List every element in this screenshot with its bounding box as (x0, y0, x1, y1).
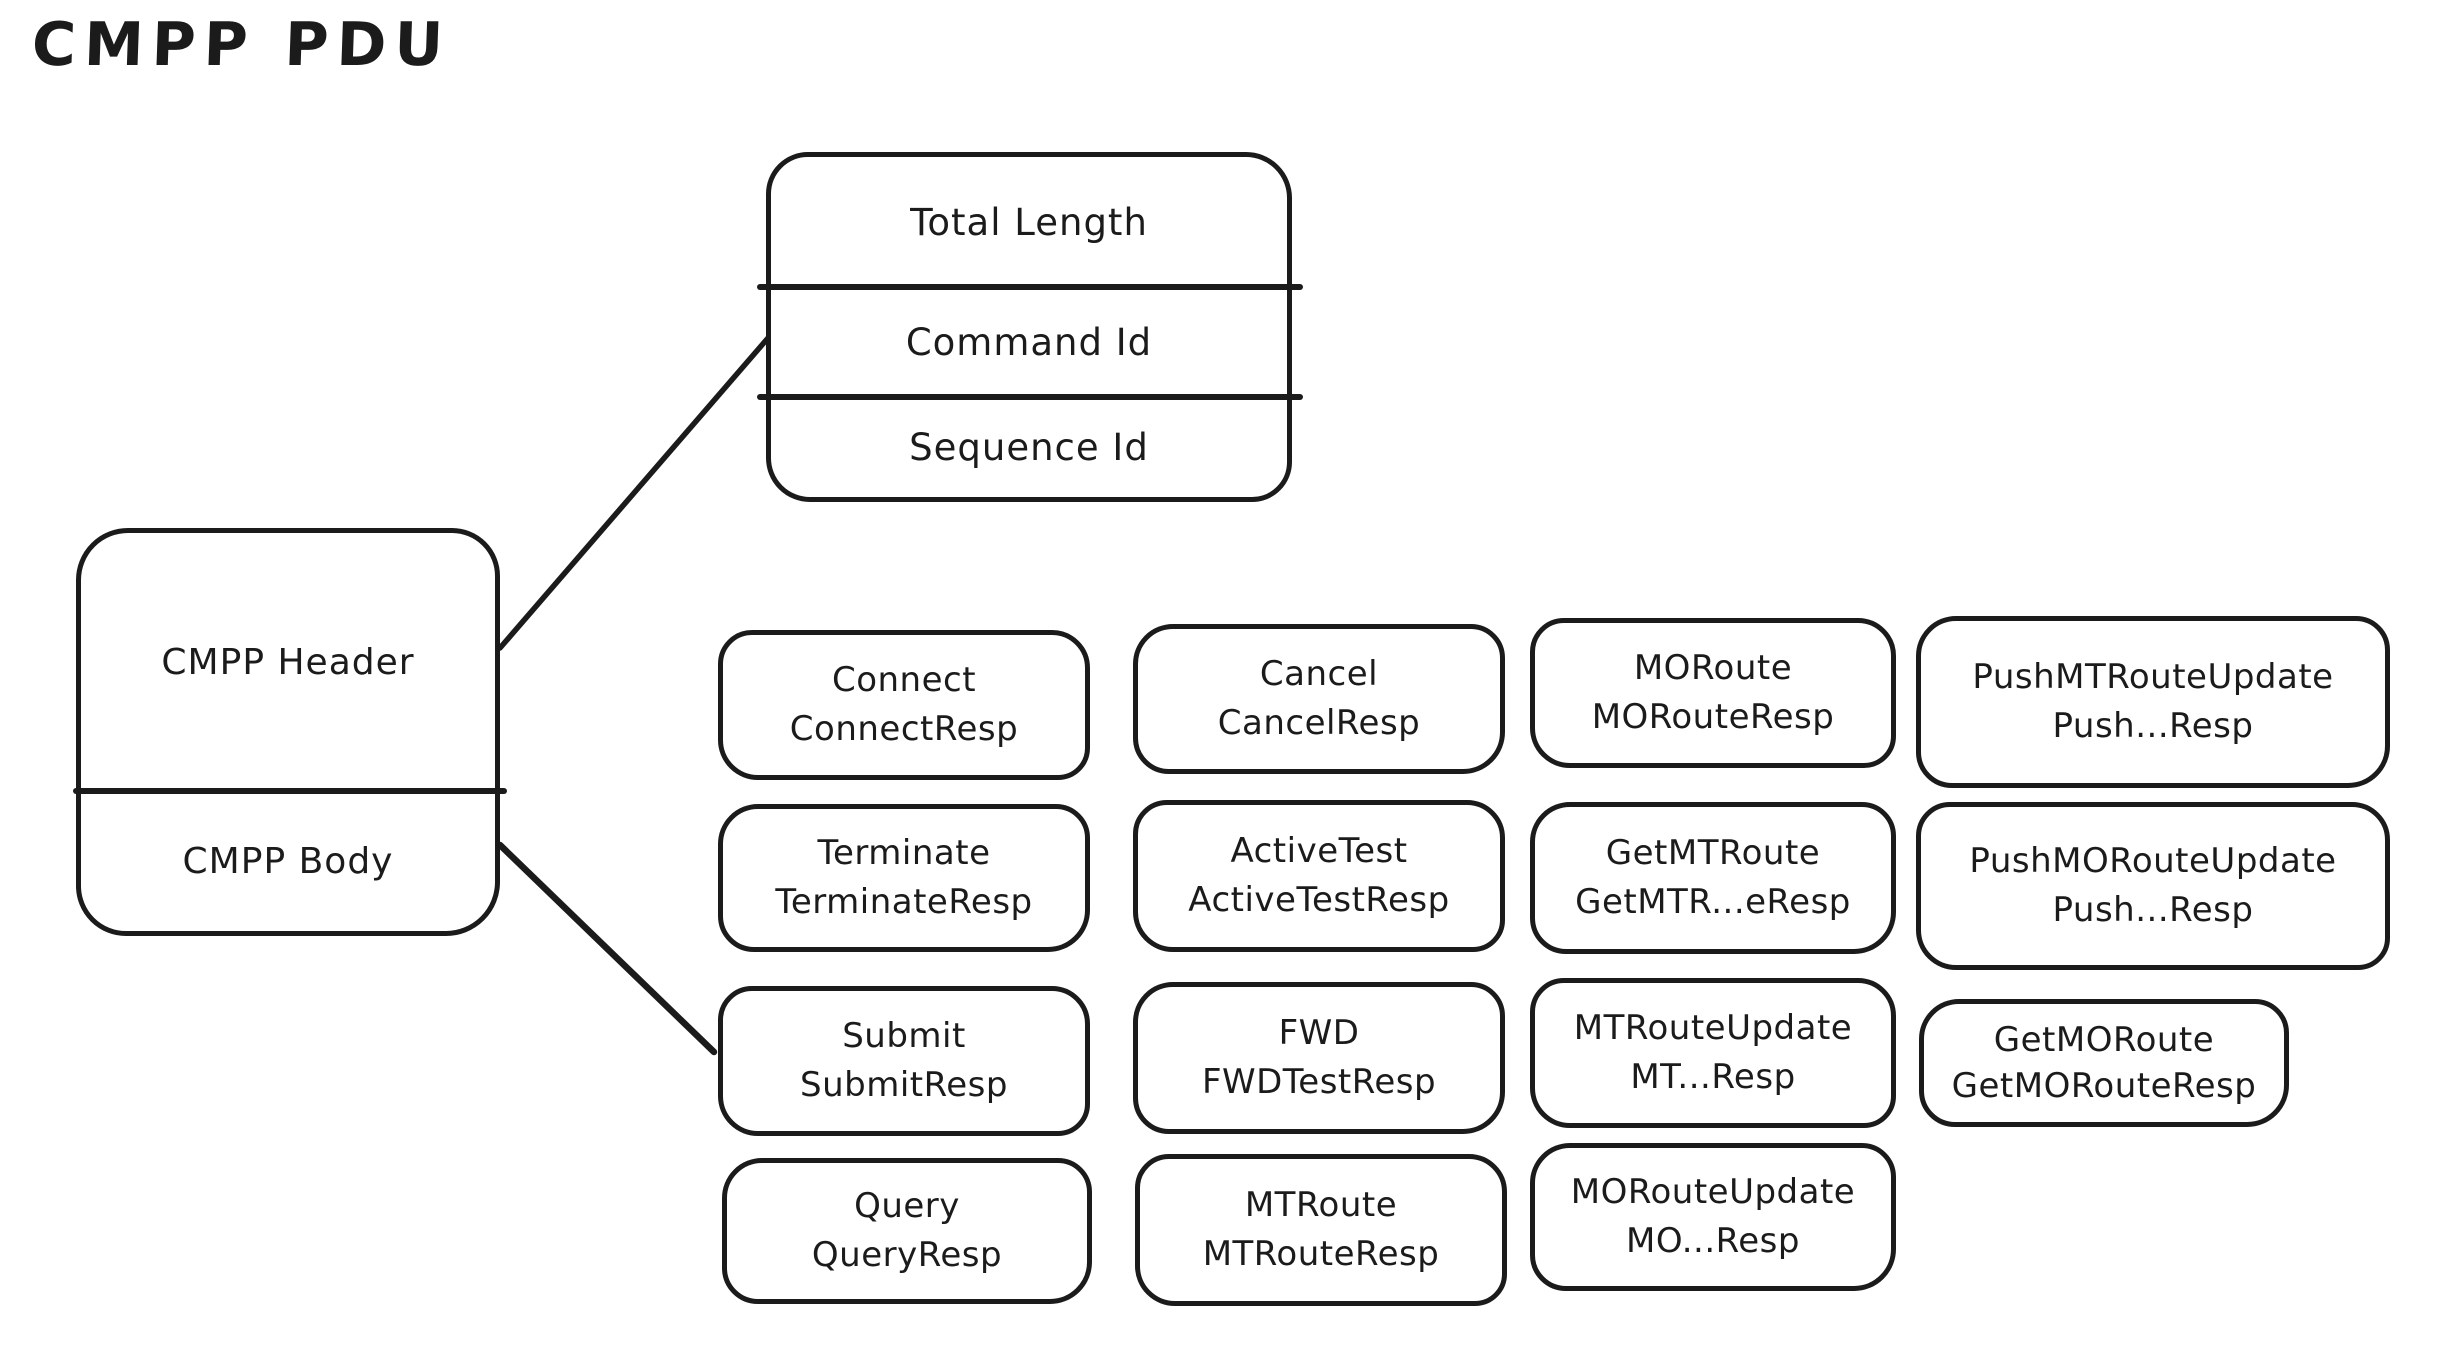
command-label: Cancel (1259, 654, 1379, 694)
cmpp-body-section: CMPP Body (182, 840, 394, 882)
command-label: GetMTRoute (1605, 833, 1821, 873)
command-label: MORouteUpdate (1570, 1172, 1856, 1212)
command-box-getmtroute: GetMTRoute GetMTR...eResp (1530, 802, 1896, 954)
command-box-mtrouteupdate: MTRouteUpdate MT...Resp (1530, 978, 1896, 1128)
connector-header-line (497, 335, 771, 651)
command-resp-label: MTRouteResp (1202, 1234, 1440, 1274)
command-box-cancel: Cancel CancelResp (1133, 624, 1505, 774)
command-box-moroute: MORoute MORouteResp (1530, 618, 1896, 768)
command-label: Submit (842, 1016, 966, 1056)
command-resp-label: MO...Resp (1626, 1221, 1800, 1261)
command-label: MTRouteUpdate (1573, 1008, 1853, 1048)
command-resp-label: MT...Resp (1630, 1057, 1796, 1097)
command-resp-label: ConnectResp (789, 709, 1019, 749)
command-label: MORoute (1633, 648, 1793, 688)
command-resp-label: FWDTestResp (1201, 1062, 1437, 1102)
header-field-sequence-id: Sequence Id (909, 425, 1149, 469)
command-resp-label: Push...Resp (2052, 890, 2254, 930)
command-box-activetest: ActiveTest ActiveTestResp (1133, 800, 1505, 952)
command-box-connect: Connect ConnectResp (718, 630, 1090, 780)
command-resp-label: CancelResp (1217, 703, 1421, 743)
command-box-pushmtrouteupdate: PushMTRouteUpdate Push...Resp (1916, 616, 2390, 788)
header-field-command-id: Command Id (905, 320, 1153, 364)
connector-body-line (496, 841, 718, 1056)
pdu-divider (73, 788, 507, 794)
command-resp-label: Push...Resp (2052, 706, 2254, 746)
command-resp-label: SubmitResp (800, 1065, 1008, 1105)
command-label: Query (854, 1186, 960, 1226)
command-box-query: Query QueryResp (722, 1158, 1092, 1304)
command-label: Connect (831, 660, 977, 700)
cmpp-header-structure-box: Total Length Command Id Sequence Id (757, 152, 1303, 502)
command-resp-label: GetMTR...eResp (1575, 882, 1851, 922)
command-label: ActiveTest (1230, 831, 1408, 871)
command-label: PushMORouteUpdate (1969, 841, 2337, 881)
command-label: MTRoute (1244, 1185, 1398, 1225)
command-resp-label: ActiveTestResp (1188, 880, 1450, 920)
command-box-terminate: Terminate TerminateResp (718, 804, 1090, 952)
command-box-fwd: FWD FWDTestResp (1133, 982, 1505, 1134)
command-label: PushMTRouteUpdate (1972, 657, 2334, 697)
command-box-getmoroute: GetMORoute GetMORouteResp (1919, 999, 2289, 1127)
cmpp-pdu-box: CMPP Header CMPP Body (73, 528, 507, 936)
command-box-mtroute: MTRoute MTRouteResp (1135, 1154, 1507, 1306)
command-resp-label: QueryResp (811, 1235, 1003, 1275)
command-resp-label: MORouteResp (1591, 697, 1835, 737)
command-label: FWD (1278, 1013, 1360, 1053)
diagram-title: CMPP PDU (30, 10, 453, 80)
header-divider-2 (757, 394, 1303, 400)
command-resp-label: GetMORouteResp (1951, 1066, 2257, 1106)
header-field-total-length: Total Length (910, 200, 1148, 244)
header-divider-1 (757, 284, 1303, 290)
command-box-submit: Submit SubmitResp (718, 986, 1090, 1136)
cmpp-header-section: CMPP Header (161, 641, 415, 683)
command-label: GetMORoute (1993, 1020, 2215, 1060)
command-box-morouteupdate: MORouteUpdate MO...Resp (1530, 1143, 1896, 1291)
command-resp-label: TerminateResp (775, 882, 1033, 922)
command-box-pushmorouteupdate: PushMORouteUpdate Push...Resp (1916, 802, 2390, 970)
command-label: Terminate (817, 833, 991, 873)
